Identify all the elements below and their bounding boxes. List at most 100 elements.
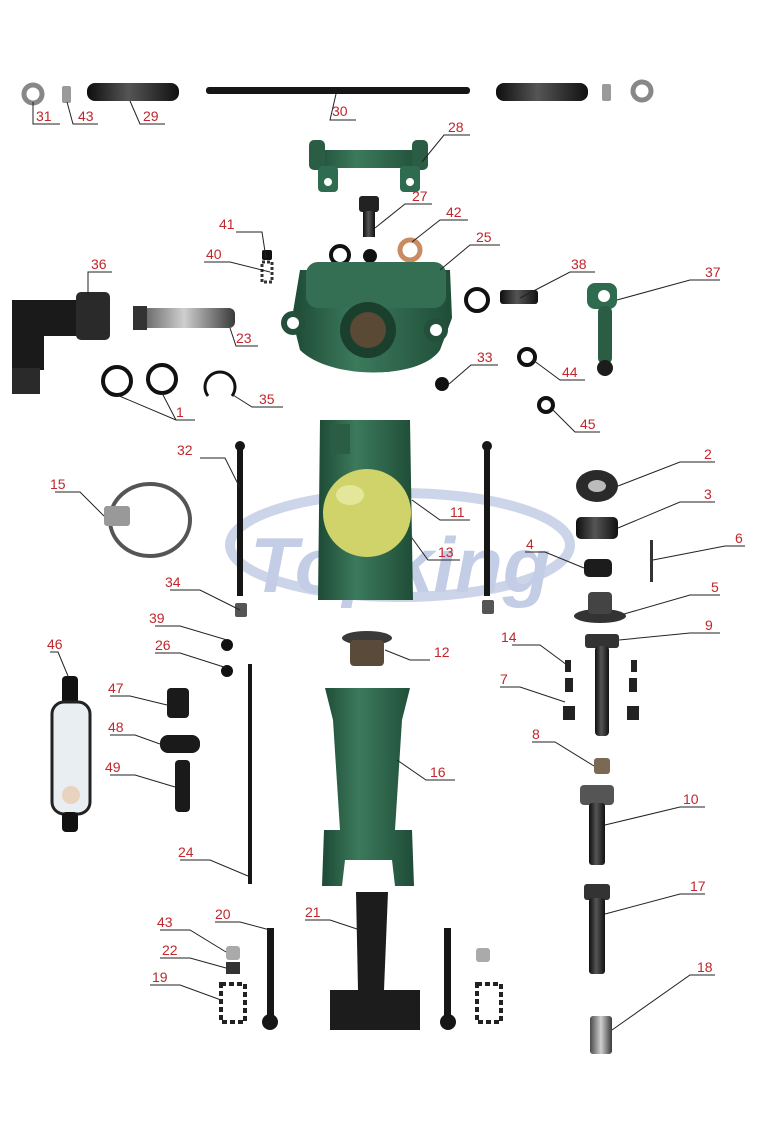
label-34: 34 xyxy=(165,574,181,590)
part-4-ring xyxy=(584,559,612,577)
part-8-bush xyxy=(594,758,610,774)
label-27: 27 xyxy=(412,188,428,204)
label-41: 41 xyxy=(219,216,235,232)
part-25-housing xyxy=(281,262,452,373)
part-16-column xyxy=(322,688,414,886)
part-6-pin xyxy=(650,540,653,582)
part-19-spring-right xyxy=(475,982,503,1024)
label-26: 26 xyxy=(155,637,171,653)
part-34-nut-right xyxy=(482,600,494,614)
label-28: 28 xyxy=(448,119,464,135)
part-49-nipple xyxy=(175,760,190,812)
label-12: 12 xyxy=(434,644,450,660)
part-29-sleeve-right xyxy=(496,83,588,101)
label-48: 48 xyxy=(108,719,124,735)
part-41-cap xyxy=(262,250,272,260)
part-37-lever xyxy=(587,283,617,376)
label-17: 17 xyxy=(690,878,706,894)
part-2-disk xyxy=(576,470,618,502)
label-7: 7 xyxy=(500,671,508,687)
part-number-labels: 31 43 29 30 28 27 42 25 41 40 36 23 38 3… xyxy=(36,103,743,985)
label-38: 38 xyxy=(571,256,587,272)
part-10-valve xyxy=(580,785,614,865)
label-46: 46 xyxy=(47,636,63,652)
part-34-nut xyxy=(235,603,247,617)
label-24: 24 xyxy=(178,844,194,860)
part-36-elbow xyxy=(12,292,110,394)
seal-ring-small xyxy=(329,244,377,266)
part-24-rod xyxy=(248,664,252,884)
part-21-fork xyxy=(330,892,420,1030)
part-46-filter xyxy=(50,676,92,832)
part-43-nut-bottom xyxy=(226,946,240,960)
label-18: 18 xyxy=(697,959,713,975)
label-29: 29 xyxy=(143,108,159,124)
part-42-copper-washer xyxy=(397,237,423,263)
label-43b: 43 xyxy=(157,914,173,930)
label-40: 40 xyxy=(206,246,222,262)
leader-lines xyxy=(32,93,745,1031)
label-21: 21 xyxy=(305,904,321,920)
label-10: 10 xyxy=(683,791,699,807)
label-20: 20 xyxy=(215,906,231,922)
part-1-o-rings xyxy=(101,363,178,397)
label-49: 49 xyxy=(105,759,121,775)
label-43: 43 xyxy=(78,108,94,124)
part-12-gear xyxy=(342,631,392,666)
part-32-long-bolt-right xyxy=(482,441,492,596)
label-5: 5 xyxy=(711,579,719,595)
label-45: 45 xyxy=(580,416,596,432)
label-3: 3 xyxy=(704,486,712,502)
part-11-bulb xyxy=(323,469,411,557)
part-31-washer-right xyxy=(630,79,654,103)
part-19-spring xyxy=(219,982,247,1024)
part-40-spring xyxy=(260,260,274,284)
part-20-bolt xyxy=(262,928,278,1030)
label-9: 9 xyxy=(705,617,713,633)
part-35-circlip xyxy=(203,370,237,397)
part-17-sleeve xyxy=(584,884,610,974)
part-43-nut-bottom-right xyxy=(476,948,490,962)
label-2: 2 xyxy=(704,446,712,462)
label-22: 22 xyxy=(162,942,178,958)
part-3-bushing xyxy=(576,517,618,539)
label-39: 39 xyxy=(149,610,165,626)
o-ring-right xyxy=(464,287,490,313)
part-27-bolt xyxy=(359,196,379,237)
label-8: 8 xyxy=(532,726,540,742)
label-25: 25 xyxy=(476,229,492,245)
label-1: 1 xyxy=(176,404,184,420)
part-14-pins xyxy=(565,660,637,672)
part-5-flange xyxy=(574,592,626,623)
label-4: 4 xyxy=(526,536,534,552)
part-7-keys xyxy=(563,678,639,720)
part-39-seal xyxy=(221,639,233,651)
label-6: 6 xyxy=(735,530,743,546)
label-14: 14 xyxy=(501,629,517,645)
part-33-seal xyxy=(435,377,449,391)
part-9-plunger xyxy=(585,634,619,736)
part-23-pin xyxy=(133,306,235,330)
label-32: 32 xyxy=(177,442,193,458)
part-45-seal xyxy=(537,396,555,414)
label-37: 37 xyxy=(705,264,721,280)
part-48-nut xyxy=(160,735,200,753)
label-47: 47 xyxy=(108,680,124,696)
label-35: 35 xyxy=(259,391,275,407)
part-26-seal xyxy=(221,665,233,677)
part-31-washer xyxy=(21,82,45,106)
label-42: 42 xyxy=(446,204,462,220)
part-15-hose-clamp xyxy=(104,482,192,558)
part-30-shaft xyxy=(206,87,470,94)
label-11: 11 xyxy=(450,504,465,520)
label-31: 31 xyxy=(36,108,52,124)
label-33: 33 xyxy=(477,349,493,365)
label-30: 30 xyxy=(332,103,348,119)
label-15: 15 xyxy=(50,476,66,492)
label-16: 16 xyxy=(430,764,446,780)
label-23: 23 xyxy=(236,330,252,346)
part-22-cap xyxy=(226,962,240,974)
part-32-long-bolt-left xyxy=(235,441,245,596)
part-47-cap xyxy=(167,688,189,718)
